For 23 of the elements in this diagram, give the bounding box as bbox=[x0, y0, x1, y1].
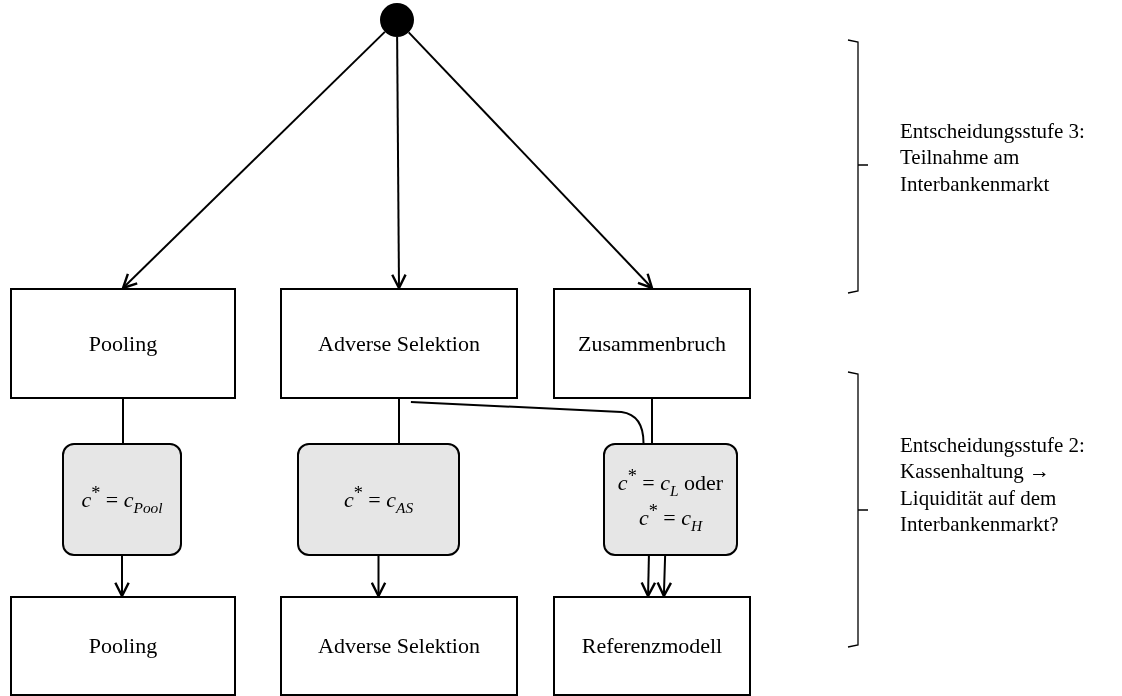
arrow bbox=[114, 555, 130, 598]
state-box: Pooling bbox=[10, 596, 236, 696]
connector-line bbox=[398, 398, 400, 444]
connector-line bbox=[409, 401, 645, 444]
arrow bbox=[656, 555, 673, 598]
equation-box: c$^{*}$ = c$_{Pool}$ bbox=[62, 443, 182, 556]
equation-box: c$^{*}$ = c$_{L}$ oder c$^{*}$ = c$_{H}$ bbox=[603, 443, 738, 556]
start-circle bbox=[380, 3, 414, 37]
state-box: Zusammenbruch bbox=[553, 288, 751, 399]
arrow bbox=[407, 31, 654, 290]
state-box: Adverse Selektion bbox=[280, 596, 518, 696]
state-box: Pooling bbox=[10, 288, 236, 399]
arrow bbox=[391, 36, 407, 290]
state-box: Adverse Selektion bbox=[280, 288, 518, 399]
stage-note: Entscheidungsstufe 2: Kassenhaltung → Liquidität auf dem Interbankenmarkt? bbox=[900, 432, 1086, 537]
arrow bbox=[370, 555, 387, 598]
equation-box: c$^{*}$ = c$_{AS}$ bbox=[297, 443, 460, 556]
stage-note: Entscheidungsstufe 3: Teilnahme am Interbankenmarkt bbox=[900, 118, 1086, 197]
connector-line bbox=[122, 398, 124, 444]
arrow bbox=[121, 30, 386, 290]
connector-line bbox=[651, 398, 653, 444]
arrow bbox=[640, 555, 657, 598]
state-box: Referenzmodell bbox=[553, 596, 751, 696]
